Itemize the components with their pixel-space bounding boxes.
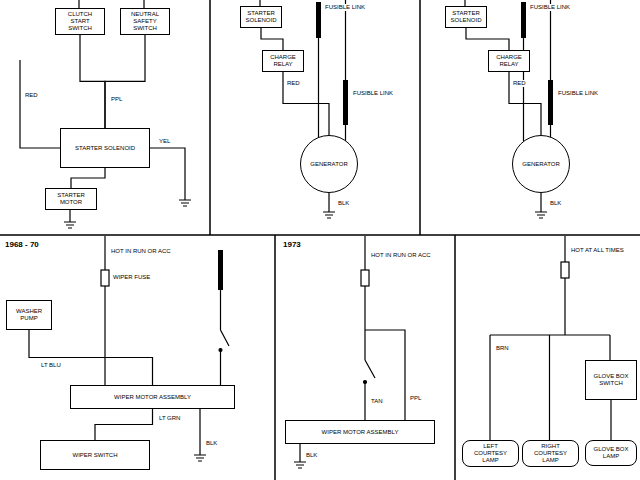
motor-box: WIPER MOTOR ASSEMBLY (285, 420, 435, 444)
wire-color: YEL (158, 138, 171, 145)
wire-color: BLK (337, 200, 350, 207)
component-label: WASHER PUMP (10, 308, 48, 322)
feed-wire (79, 0, 144, 8)
component-label: CHARGE RELAY (266, 54, 300, 68)
component-label: WIPER SWITCH (73, 452, 118, 459)
component-label: RIGHT COURTESY LAMP (526, 443, 575, 464)
solenoid-box: STARTER SOLENOID (60, 128, 150, 168)
ground-symbol (323, 212, 335, 218)
relay-box: CHARGE RELAY (488, 50, 530, 72)
wire-connector (95, 409, 153, 440)
power-note: HOT IN RUN OR ACC (110, 248, 172, 255)
wire-color: TAN (370, 398, 384, 405)
pump-box: WASHER PUMP (6, 300, 52, 330)
wire-connector (509, 72, 541, 135)
fusible-links (218, 2, 553, 290)
wire-connector (466, 28, 509, 50)
fusible-link (316, 2, 321, 38)
wire-color: PPL (409, 395, 422, 402)
year-heading: 1968 - 70 (4, 240, 40, 249)
ground-symbol (64, 222, 76, 228)
wire-color: RED (512, 80, 527, 87)
fusible-link (218, 250, 223, 290)
generator-circle: GENERATOR (512, 135, 570, 193)
fuse-symbol (101, 270, 109, 286)
component-label: GLOVE BOX LAMP (589, 446, 633, 460)
switch-contact (219, 349, 222, 352)
wire-color: PPL (110, 96, 123, 103)
fusible-link (343, 80, 348, 125)
wire-color: BLK (205, 440, 218, 447)
switch-contact (364, 381, 367, 384)
lamp-symbol: LEFT COURTESY LAMP (462, 440, 519, 467)
component-label: GENERATOR (522, 161, 559, 168)
component-label: NEUTRAL SAFETY SWITCH (124, 11, 166, 32)
part-label: FUSIBLE LINK (557, 90, 599, 97)
part-label: WIPER FUSE (112, 274, 151, 281)
wire-color: BRN (495, 345, 510, 352)
wire-color: BLK (305, 452, 318, 459)
wire-color: LT BLU (40, 362, 62, 369)
ground-symbol (179, 200, 191, 206)
wire-color: RED (286, 80, 301, 87)
component-label: WIPER MOTOR ASSEMBLY (322, 429, 399, 436)
wire-connector (105, 35, 145, 128)
switch-box: WIPER SWITCH (40, 440, 150, 470)
ground-wire (69, 210, 70, 222)
component-label: GENERATOR (310, 161, 347, 168)
wire-color: BLK (549, 200, 562, 207)
component-label: STARTER SOLENOID (75, 145, 135, 152)
lamp-feed (490, 236, 610, 440)
part-label: FUSIBLE LINK (324, 4, 366, 11)
switch-box: NEUTRAL SAFETY SWITCH (120, 8, 170, 35)
component-label: GLOVE BOX SWITCH (589, 373, 633, 387)
part-label: FUSIBLE LINK (529, 4, 571, 11)
generator-circle: GENERATOR (300, 135, 358, 193)
switch-wire (221, 290, 230, 385)
wire-connector (80, 35, 105, 128)
fuse-symbol (561, 262, 569, 278)
battery-wire (20, 60, 60, 148)
component-label: CLUTCH START SWITCH (59, 11, 101, 32)
power-note: HOT IN RUN OR ACC (370, 252, 432, 259)
component-label: STARTER SOLENOID (244, 10, 278, 24)
lamp-symbol: RIGHT COURTESY LAMP (522, 440, 579, 467)
switch-box: CLUTCH START SWITCH (55, 8, 105, 35)
motor-box: WIPER MOTOR ASSEMBLY (70, 385, 235, 409)
solenoid-box: STARTER SOLENOID (240, 6, 282, 28)
ground-symbol (535, 212, 547, 218)
component-label: STARTER MOTOR (49, 192, 93, 206)
power-note: HOT AT ALL TIMES (570, 247, 625, 254)
relay-box: CHARGE RELAY (262, 50, 304, 72)
wiper-feed (104, 236, 105, 385)
component-label: STARTER SOLENOID (449, 10, 483, 24)
component-label: CHARGE RELAY (492, 54, 526, 68)
wire-color: RED (24, 92, 39, 99)
ground-wire (150, 148, 185, 200)
motor-box: STARTER MOTOR (45, 188, 97, 210)
wiper-feed (365, 236, 405, 420)
component-label: WIPER MOTOR ASSEMBLY (114, 394, 191, 401)
component-label: LEFT COURTESY LAMP (466, 443, 515, 464)
fuse-symbol (361, 270, 369, 286)
wire-connector (29, 330, 153, 385)
wire-connector (261, 28, 283, 50)
part-label: FUSIBLE LINK (352, 90, 394, 97)
year-heading: 1973 (282, 240, 302, 249)
solenoid-box: STARTER SOLENOID (445, 6, 487, 28)
ground-symbol (194, 409, 206, 461)
wire-connector (610, 400, 611, 440)
wire-color: LT GRN (158, 415, 181, 422)
fusible-link (548, 80, 553, 125)
wire-connector (71, 168, 105, 188)
wire-connector (283, 72, 329, 135)
fusible-link (521, 2, 526, 38)
switch-box: GLOVE BOX SWITCH (585, 360, 637, 400)
lamp-symbol: GLOVE BOX LAMP (585, 440, 637, 466)
